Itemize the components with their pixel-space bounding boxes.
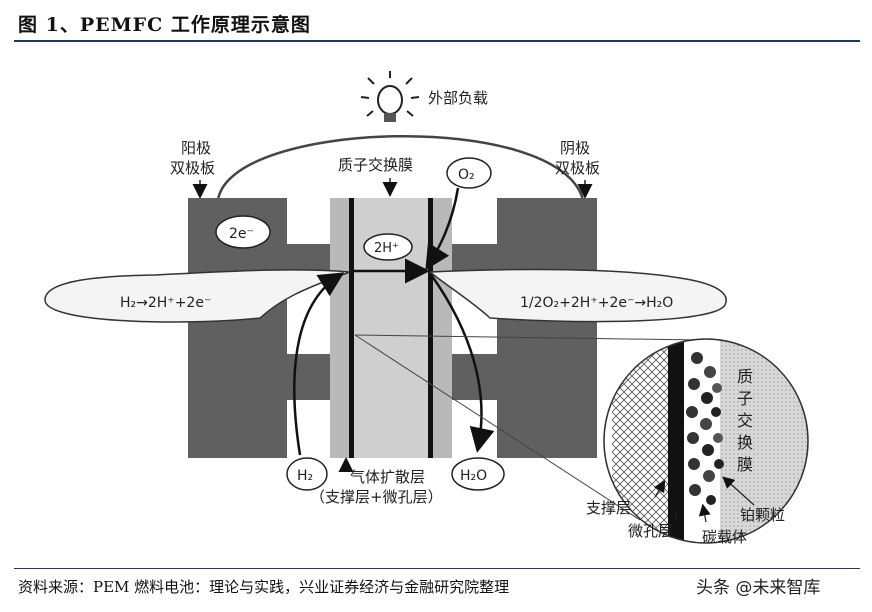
- platinum-particle-label: 铂颗粒: [740, 506, 785, 524]
- inset-border: [603, 338, 809, 544]
- cathode-plate-label-2: 双极板: [555, 159, 600, 177]
- source-note: 资料来源：PEM 燃料电池：理论与实践，兴业证券经济与金融研究院整理: [18, 578, 510, 596]
- external-load-label: 外部负载: [428, 89, 488, 107]
- gdl-label: 气体扩散层: [350, 468, 425, 486]
- anode-plate-label: 阳极: [181, 139, 211, 157]
- cathode-plate-label: 阴极: [560, 139, 590, 157]
- watermark: 头条 @未来智库: [696, 578, 821, 598]
- light-bulb-icon: [360, 71, 420, 122]
- anode-reaction: H₂→2H⁺+2e⁻: [120, 295, 211, 311]
- cathode-gas-diffusion-layer: [430, 198, 452, 458]
- gdl-sublabel: （支撑层+微孔层）: [310, 488, 443, 506]
- carbon-support-label: 碳载体: [702, 528, 747, 546]
- o2-flow-arrow: [425, 187, 460, 271]
- catalyst-layer-inset: [604, 339, 808, 543]
- h2-label: H₂: [297, 468, 313, 484]
- anode-plate-label-2: 双极板: [170, 159, 215, 177]
- h2o-label: H₂O: [460, 468, 487, 484]
- electron-label: 2e⁻: [229, 226, 254, 242]
- proton-label: 2H⁺: [374, 241, 399, 256]
- inset-membrane-char-4: 换: [737, 433, 753, 452]
- h2-flow-arrow: [293, 272, 345, 456]
- top-divider: [14, 40, 860, 42]
- bottom-divider: [14, 568, 860, 569]
- electron-bubble: [215, 215, 271, 249]
- h2o-bubble: [451, 457, 505, 491]
- inset-membrane-char-2: 子: [737, 389, 753, 408]
- water-flow-arrow: [430, 275, 495, 453]
- inset-membrane-char-1: 质: [737, 367, 753, 386]
- inset-membrane-char-5: 膜: [737, 455, 753, 474]
- h2-bubble: [286, 457, 328, 491]
- anode-reaction-bubble: [44, 269, 351, 323]
- cathode-bipolar-plate: [452, 198, 597, 458]
- platinum-particles: [686, 352, 724, 505]
- o2-label: O₂: [458, 167, 475, 183]
- cathode-reaction-bubble: [427, 268, 727, 323]
- cathode-reaction: 1/2O₂+2H⁺+2e⁻→H₂O: [520, 295, 673, 311]
- o2-bubble: [446, 157, 492, 189]
- inset-membrane-char-3: 交: [737, 411, 753, 430]
- microporous-layer-label: 微孔层: [628, 522, 673, 540]
- figure-title: 图 1、PEMFC 工作原理示意图: [18, 14, 311, 36]
- external-circuit-wire: [216, 134, 585, 201]
- support-layer-label: 支撑层: [586, 499, 631, 517]
- anode-gas-diffusion-layer: [330, 198, 352, 458]
- proton-bubble: [363, 233, 413, 261]
- membrane-label: 质子交换膜: [338, 156, 413, 174]
